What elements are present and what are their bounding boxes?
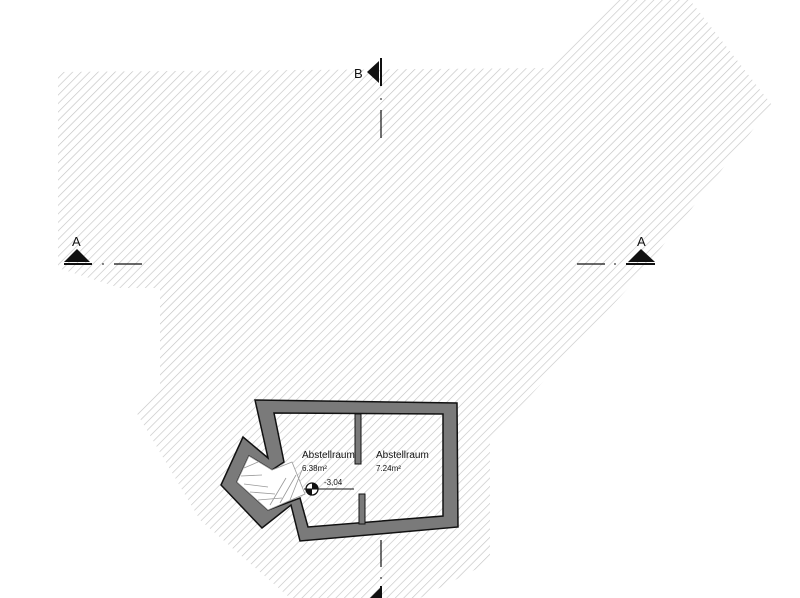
- room-2-name: Abstellraum: [376, 450, 429, 461]
- section-marker-a-left: A: [64, 234, 142, 265]
- hatched-terrain-area: [58, 0, 772, 598]
- level-value: -3,04: [324, 478, 343, 487]
- room-2-area: 7.24m²: [376, 464, 401, 473]
- section-marker-b-bottom: [370, 540, 382, 598]
- section-label-a-right: A: [637, 234, 646, 249]
- partition-wall-lower: [358, 493, 366, 525]
- level-marker: -3,04: [304, 478, 354, 496]
- section-marker-b-top: B: [354, 58, 382, 138]
- partition-wall-upper: [354, 413, 362, 465]
- staircase: [236, 455, 306, 511]
- room-1-area: 6.38m²: [302, 464, 327, 473]
- section-label-b: B: [354, 66, 363, 81]
- room-1-name: Abstellraum: [302, 450, 355, 461]
- section-marker-a-right: A: [577, 234, 655, 265]
- section-label-a-left: A: [72, 234, 81, 249]
